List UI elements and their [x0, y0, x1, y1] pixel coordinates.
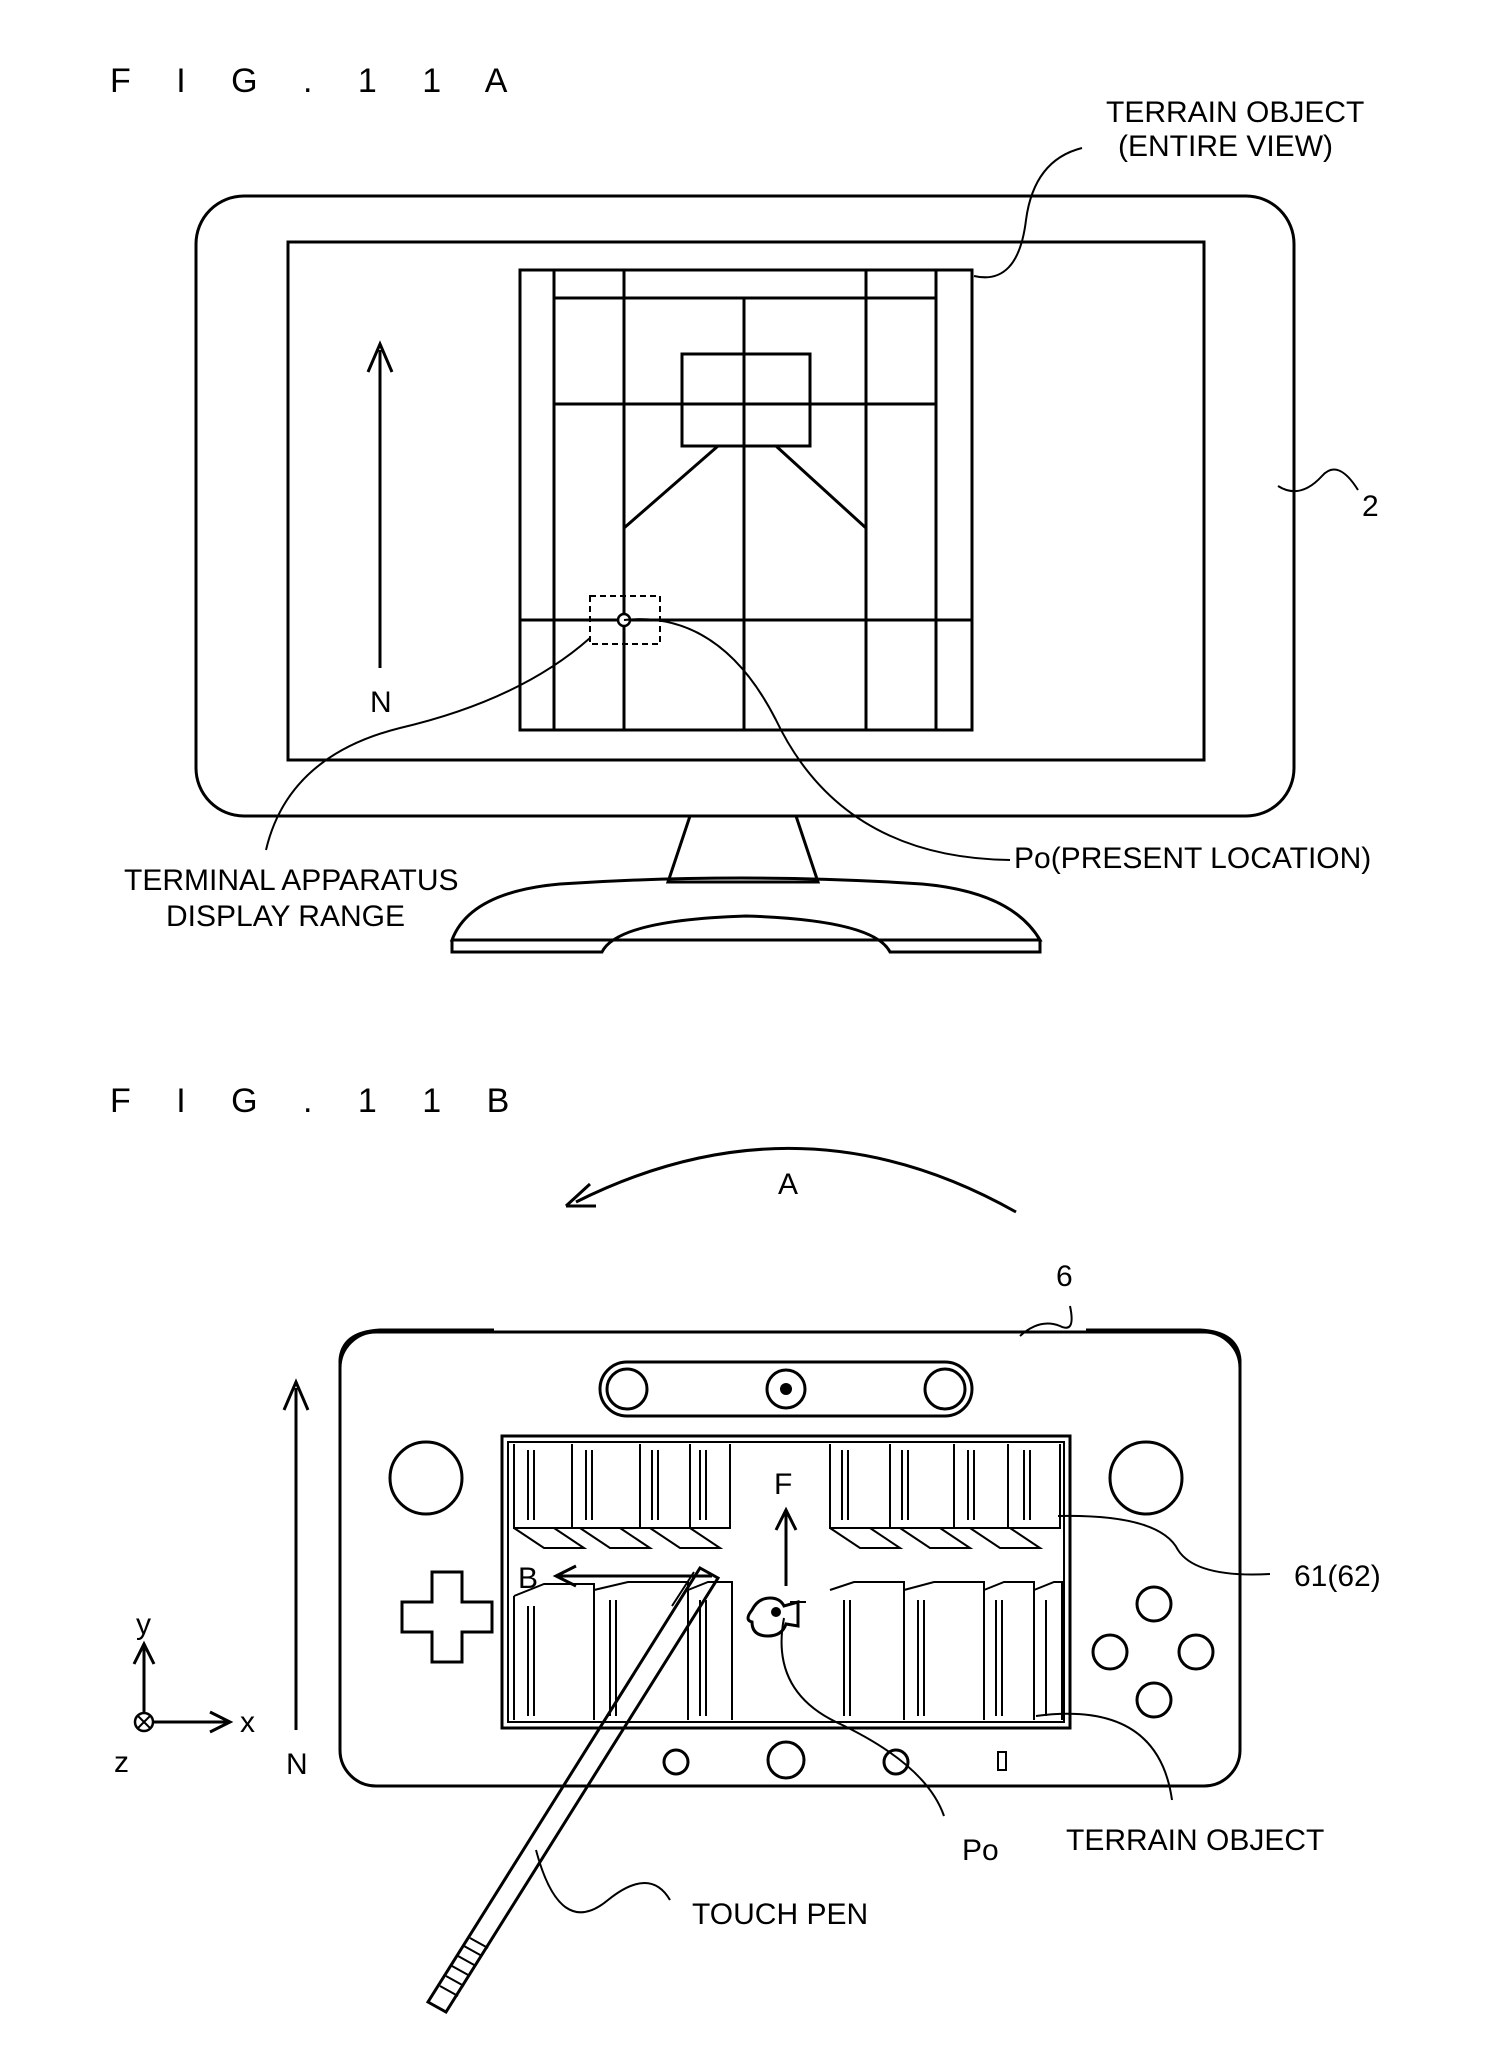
terrain-label-line1: TERRAIN OBJECT — [1106, 96, 1364, 129]
arrow-f — [774, 1506, 798, 1586]
home-button — [766, 1740, 806, 1780]
monitor — [194, 194, 1296, 954]
monitor-bezel — [194, 194, 1296, 818]
touch-pen-label: TOUCH PEN — [692, 1898, 868, 1931]
monitor-ref-number: 2 — [1362, 490, 1379, 523]
screen-ref-number: 61(62) — [1294, 1560, 1381, 1593]
touch-pen-leader — [535, 1849, 671, 1914]
terrain-object-label: TERRAIN OBJECT — [1066, 1824, 1324, 1857]
player-character — [746, 1596, 806, 1638]
left-analog-stick — [388, 1440, 464, 1516]
terminal-ref-number: 6 — [1056, 1260, 1073, 1293]
terrain-buildings-top — [513, 1444, 1061, 1549]
face-button-x — [1135, 1585, 1173, 1623]
terminal-body — [338, 1330, 1242, 1788]
display-range-leader — [265, 637, 591, 851]
screen-ref-leader — [1057, 1514, 1271, 1576]
rotation-label-a: A — [778, 1168, 798, 1201]
dpad-icon — [400, 1570, 494, 1664]
terminal-device — [338, 1328, 1242, 1788]
fig-11a-title: F I G . 1 1 A — [110, 62, 525, 100]
terminal-screen: F B — [500, 1434, 1072, 1730]
arrow-b-label: B — [518, 1562, 538, 1595]
face-button-a — [1177, 1633, 1215, 1671]
minus-button — [662, 1748, 690, 1776]
fig-11b-title: F I G . 1 1 B — [110, 1082, 527, 1120]
face-button-y — [1091, 1633, 1129, 1671]
right-analog-stick — [1108, 1440, 1184, 1516]
north-label-b: N — [286, 1748, 308, 1781]
display-range-label-line2: DISPLAY RANGE — [166, 900, 405, 933]
monitor-screen — [286, 240, 1206, 762]
arrow-f-label: F — [774, 1468, 792, 1501]
face-button-b — [1135, 1681, 1173, 1719]
north-label-a: N — [370, 686, 392, 719]
terrain-buildings-bottom — [513, 1581, 1063, 1720]
monitor-base-foot — [450, 914, 1042, 954]
display-range-label-line1: TERMINAL APPARATUS — [124, 864, 459, 897]
xyz-axes: y x z — [114, 1608, 255, 1779]
power-indicator — [997, 1751, 1007, 1771]
axis-y-label: y — [136, 1608, 151, 1641]
plus-button — [882, 1748, 910, 1776]
right-shoulder-button — [1086, 1328, 1242, 1412]
po-leader — [780, 1617, 945, 1817]
central-building — [680, 352, 812, 448]
monitor-leader — [1277, 468, 1359, 493]
terrain-object-leader — [1035, 1712, 1173, 1801]
terrain-outline — [518, 268, 974, 732]
axis-z-label: z — [114, 1746, 129, 1779]
sensor-bar — [598, 1360, 974, 1418]
terrain-leader — [973, 147, 1083, 279]
present-location-leader — [623, 618, 1011, 861]
axis-x-label: x — [240, 1706, 255, 1739]
camera-icon — [765, 1368, 807, 1410]
rotation-arrow-a — [575, 1147, 1017, 1214]
monitor-neck — [665, 815, 821, 884]
touch-pen — [425, 1565, 721, 2015]
monitor-base-top — [449, 876, 1043, 942]
present-location-label: Po(PRESENT LOCATION) — [1014, 842, 1371, 875]
left-shoulder-button — [338, 1328, 494, 1412]
terminal-ref-leader — [1019, 1305, 1073, 1337]
terrain-entire-view-map — [518, 268, 974, 732]
north-arrow-b: N — [282, 1378, 310, 1781]
north-arrow-a: N — [366, 340, 394, 719]
arrow-b — [552, 1564, 712, 1588]
terrain-label-line2: (ENTIRE VIEW) — [1118, 130, 1333, 163]
po-label: Po — [962, 1834, 999, 1867]
